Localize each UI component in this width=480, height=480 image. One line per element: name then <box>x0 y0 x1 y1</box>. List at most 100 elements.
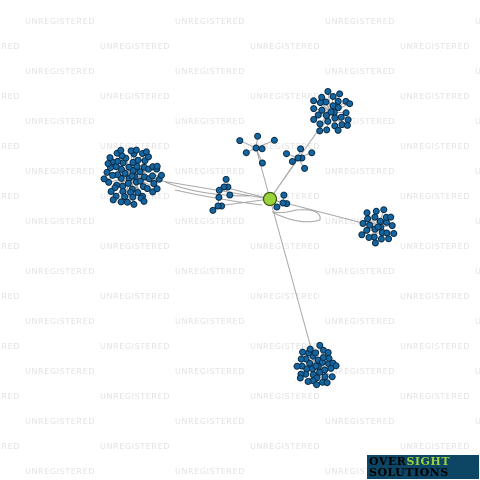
logo-text-solutions: SOLUTIONS <box>369 466 449 479</box>
graph-node <box>258 159 266 167</box>
graph-node <box>318 106 326 114</box>
watermark-text: UNREGISTERED <box>400 342 470 351</box>
watermark-text: UNREGISTERED <box>250 442 320 451</box>
watermark-text: UNREGISTERED <box>325 367 395 376</box>
graph-node <box>301 164 309 172</box>
graph-node <box>136 177 144 185</box>
graph-node <box>324 88 332 95</box>
graph-node <box>226 191 234 199</box>
watermark-text: UNREGISTERED <box>475 167 480 176</box>
watermark-text: UNREGISTERED <box>25 17 95 26</box>
graph-node <box>364 215 372 223</box>
edge-layer <box>104 91 394 385</box>
watermark-text: UNREGISTERED <box>325 117 395 126</box>
watermark-text: UNREGISTERED <box>250 392 320 401</box>
graph-node <box>132 146 140 154</box>
watermark-text: UNREGISTERED <box>325 267 395 276</box>
graph-node <box>124 179 132 187</box>
watermark-text: UNREGISTERED <box>175 17 245 26</box>
watermark-text: UNREGISTERED <box>325 217 395 226</box>
graph-node <box>296 374 304 382</box>
oversight-solutions-logo: OVERSIGHT SOLUTIONS <box>367 455 479 479</box>
graph-node <box>371 213 379 221</box>
graph-node <box>150 180 158 187</box>
graph-node <box>143 185 151 193</box>
watermark-text: UNREGISTERED <box>0 442 20 451</box>
watermark-text: UNREGISTERED <box>475 17 480 26</box>
watermark-text: UNREGISTERED <box>25 467 95 476</box>
watermark-text: UNREGISTERED <box>175 367 245 376</box>
graph-node <box>316 120 324 128</box>
edge-hub-west <box>131 175 271 200</box>
watermark-text: UNREGISTERED <box>325 467 395 476</box>
watermark-text: UNREGISTERED <box>325 17 395 26</box>
graph-node <box>324 349 332 356</box>
graph-node <box>222 175 230 183</box>
graph-node <box>153 185 161 193</box>
edge-curve <box>271 209 321 223</box>
graph-node <box>312 362 320 370</box>
graph-node <box>308 149 316 157</box>
graph-node <box>310 116 318 123</box>
watermark-text: UNREGISTERED <box>0 342 20 351</box>
graph-node <box>334 104 342 112</box>
graph-node <box>343 121 351 129</box>
graph-node <box>270 136 278 144</box>
graph-node <box>334 126 342 134</box>
watermark-text: UNREGISTERED <box>250 42 320 51</box>
graph-node <box>109 196 117 204</box>
watermark-layer: UNREGISTERED UNREGISTERED UNREGISTERED UNRE… <box>0 17 480 476</box>
graph-node <box>383 229 391 237</box>
graph-node <box>283 150 290 158</box>
watermark-text: UNREGISTERED <box>475 267 480 276</box>
graph-node <box>293 362 301 370</box>
graph-node <box>358 231 366 239</box>
watermark-text: UNREGISTERED <box>25 267 95 276</box>
graph-node <box>220 183 228 191</box>
graph-node <box>288 158 296 165</box>
graph-node <box>314 111 322 119</box>
graph-node <box>363 226 371 234</box>
graph-node <box>109 171 117 179</box>
watermark-text: UNREGISTERED <box>400 392 470 401</box>
graph-node <box>372 207 380 215</box>
graph-node <box>236 137 244 145</box>
graph-node <box>215 193 223 201</box>
graph-node <box>310 97 318 105</box>
graph-node <box>334 97 342 105</box>
focus-node[interactable] <box>262 191 278 207</box>
graph-node <box>304 378 312 385</box>
graph-node <box>321 373 329 381</box>
watermark-text: UNREGISTERED <box>25 317 95 326</box>
graph-node <box>310 105 318 113</box>
graph-node <box>390 230 398 237</box>
watermark-text: UNREGISTERED <box>175 67 245 76</box>
graph-node <box>134 156 142 164</box>
watermark-text: UNREGISTERED <box>400 92 470 101</box>
watermark-text: UNREGISTERED <box>475 67 480 76</box>
edge-mid-2 <box>255 147 271 200</box>
node-layer <box>100 88 398 389</box>
watermark-text: UNREGISTERED <box>175 467 245 476</box>
graph-node <box>121 193 129 201</box>
graph-node <box>313 381 321 389</box>
graph-node <box>299 348 307 356</box>
watermark-text: UNREGISTERED <box>475 367 480 376</box>
watermark-text: UNREGISTERED <box>25 117 95 126</box>
watermark-text: UNREGISTERED <box>25 167 95 176</box>
graph-node <box>209 206 217 214</box>
graph-node <box>319 354 327 361</box>
graph-node <box>316 127 324 135</box>
watermark-text: UNREGISTERED <box>175 317 245 326</box>
graph-node <box>117 146 125 154</box>
watermark-text: UNREGISTERED <box>325 317 395 326</box>
graph-node <box>279 199 287 207</box>
graph-node <box>105 178 113 186</box>
graph-node <box>242 149 250 157</box>
graph-node <box>377 235 385 243</box>
watermark-text: UNREGISTERED <box>250 92 320 101</box>
graph-node <box>158 171 165 179</box>
watermark-text: UNREGISTERED <box>325 67 395 76</box>
watermark-text: UNREGISTERED <box>100 92 170 101</box>
